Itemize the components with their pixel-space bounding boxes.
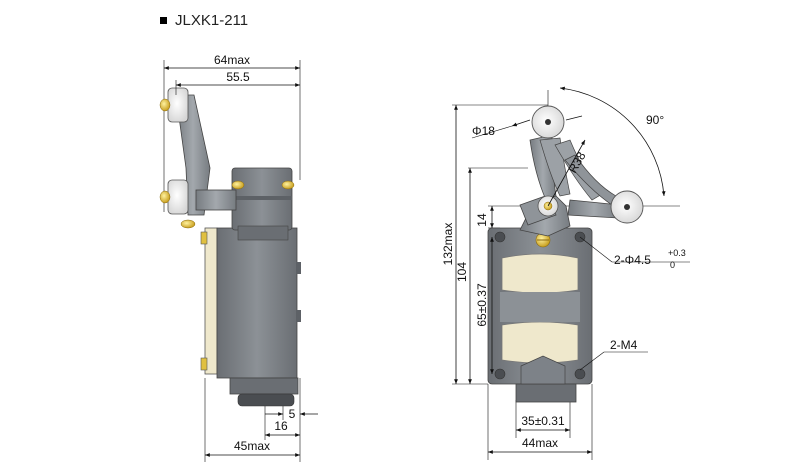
dim-side-body-width: 55.5 <box>226 70 250 84</box>
side-lever-arm <box>175 94 211 216</box>
title-row: JLXK1-211 <box>160 10 248 30</box>
front-upper-window <box>501 253 579 294</box>
side-main-body <box>216 227 298 379</box>
dim-roller-diameter: Φ18 <box>472 124 495 138</box>
front-cable-entry <box>515 383 577 403</box>
dim-mount-holes: 2-Φ4.5 <box>614 253 651 267</box>
dim-pitch-width: 35±0.31 <box>521 414 565 428</box>
side-head-screw-right <box>281 180 295 190</box>
dim-height-14: 14 <box>475 213 489 227</box>
dim-screws: 2-M4 <box>610 338 638 352</box>
front-lower-window <box>501 321 579 364</box>
front-right-roller-axle <box>624 204 630 210</box>
side-mount-plate <box>204 227 218 375</box>
dim-side-bottom-16: 16 <box>274 419 288 433</box>
dim-side-bottom-5: 5 <box>289 407 296 421</box>
title-bullet <box>160 16 167 24</box>
side-arm-hub <box>195 189 237 211</box>
front-body-divider <box>500 292 580 322</box>
side-plate-clip-bottom <box>200 357 208 371</box>
side-head-collar <box>237 225 289 241</box>
dim-side-total-width: 64max <box>214 53 250 67</box>
front-cable-hex <box>520 355 566 385</box>
side-body-notch-bottom <box>296 310 301 322</box>
dim-mount-holes-tol-lower: 0 <box>670 260 675 270</box>
dim-side-base-width: 45max <box>234 439 270 453</box>
front-mount-hole-bottom-right <box>574 368 586 380</box>
side-lower-roller <box>167 179 189 215</box>
front-upper-roller-axle <box>545 119 551 125</box>
side-upper-roller-nut <box>159 98 171 112</box>
dim-width: 44max <box>522 436 558 450</box>
dim-mount-holes-tol-upper: +0.3 <box>668 248 686 258</box>
side-arm-screw <box>180 219 196 229</box>
front-view: Φ18 R38 90° 132max 104 14 65±0.37 2-Φ4.5… <box>441 86 690 460</box>
diagram-title: JLXK1-211 <box>175 11 249 29</box>
dim-total-height: 132max <box>441 223 455 266</box>
side-cable-gland <box>237 393 295 407</box>
front-mount-hole-top-left <box>494 231 506 243</box>
side-upper-roller <box>167 87 189 123</box>
side-body-notch-top <box>296 262 301 274</box>
dim-hole-pitch: 65±0.37 <box>475 283 489 327</box>
side-head-seam <box>232 196 292 200</box>
dim-angle: 90° <box>646 113 664 127</box>
side-lower-roller-nut <box>159 190 171 204</box>
side-cable-entry <box>229 377 299 395</box>
front-mount-hole-bottom-left <box>494 368 506 380</box>
side-head-screw-left <box>231 180 245 190</box>
side-view: 64max 55.5 45max 16 5 <box>159 53 318 462</box>
side-plate-clip-top <box>200 231 208 245</box>
dim-height-104: 104 <box>455 262 469 282</box>
